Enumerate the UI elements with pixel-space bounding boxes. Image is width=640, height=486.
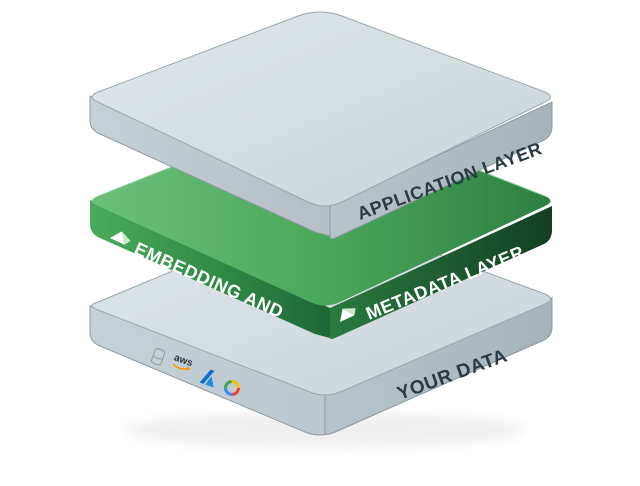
leaf-logo-icon <box>110 231 131 245</box>
google-cloud-logo-icon <box>224 380 240 396</box>
database-icon <box>150 348 166 366</box>
leaf-logo-icon <box>340 308 356 322</box>
azure-logo-icon <box>199 369 215 388</box>
application-layer-slab <box>89 11 553 240</box>
data-source-icons: aws <box>150 348 240 396</box>
